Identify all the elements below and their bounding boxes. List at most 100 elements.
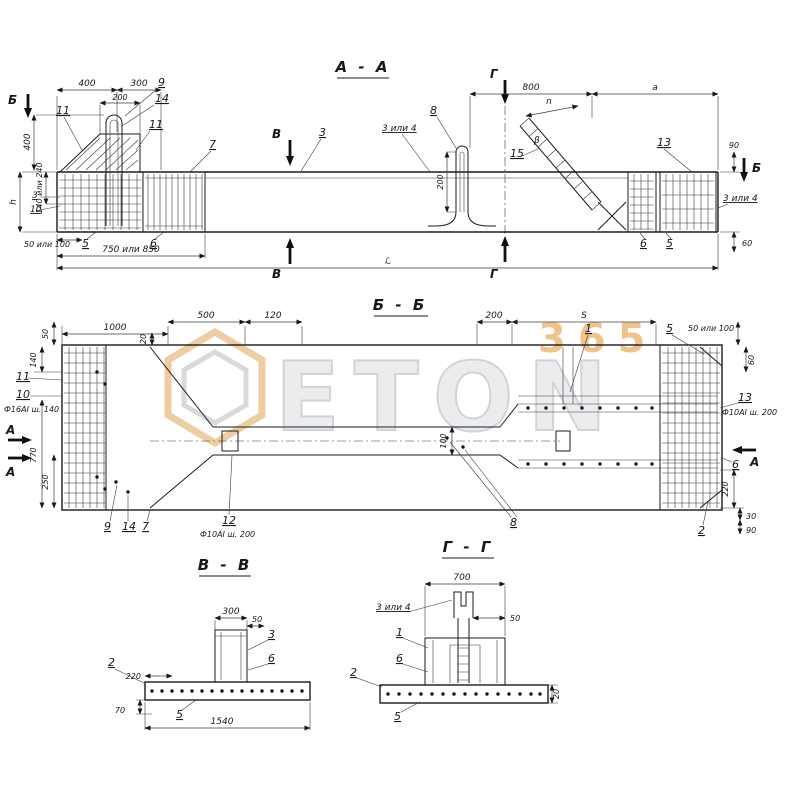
dim-h: h [9,199,19,205]
bb-left-mesh [64,347,105,508]
cut-letter-a: А [5,423,15,437]
watermark-hexagon-icon [164,327,266,448]
aa-haunch [59,133,141,173]
callout-15: 15 [510,147,524,160]
watermark: ETON 365 [164,316,658,454]
callout-12-bb: 12 [222,514,236,527]
section-aa: А - А Б Б В В Г Г [8,58,761,281]
gg-rib [424,637,506,686]
dim-400-top: 400 [78,79,95,89]
callout-6-bb: 6 [732,458,739,471]
callout-10-bb: 10 [16,388,30,401]
dim-500: 500 [197,311,214,321]
dim-220-vv: 220 [126,672,141,681]
callout-9-bb: 9 [104,520,111,533]
dim-700-gg: 700 [453,573,470,583]
dim-300-top: 300 [130,79,147,89]
dim-20-bb: 20 [139,334,148,344]
bb-outline [61,344,723,511]
bb-callouts: 11 10 Ф16АI ш. 140 9 14 7 12 Ф10АI ш. 20… [4,322,777,539]
dim-a: а [652,83,658,93]
cut-letter-b: Б [752,161,761,175]
watermark-hexagon-inner-icon [181,349,249,426]
dim-60-bb: 60 [747,355,756,365]
bb-insert-plate-right [555,430,571,452]
callout-6-vv: 6 [268,652,275,665]
cut-letter-v: В [272,127,281,141]
dim-220-bb: 220 [721,481,730,496]
cut-letter-a: А [5,465,15,479]
dim-140or240: 140 или 240 [35,162,44,213]
gg-callouts: 3 или 4 1 6 2 5 [350,599,453,723]
vv-flange [144,681,311,701]
section-vv: В - В 300 50 220 70 1540 3 6 [108,556,311,731]
dim-750or850: 750 или 850 [102,245,160,255]
callout-2-vv: 2 [108,656,115,669]
cut-mark-a-right: А [732,446,759,469]
section-gg-title: Г - Г [443,538,494,556]
callout-14-bb: 14 [122,520,136,533]
callout-5-bb: 5 [666,322,673,335]
bb-dimensions: 1000 500 120 200 S 50 20 50 или 100 60 1… [29,311,756,535]
rebar-note-f10-13: Ф10АI ш. 200 [722,408,777,417]
aa-right-mesh-2 [662,174,714,230]
dim-50-left: 50 [41,329,50,339]
callout-6-gg: 6 [396,652,403,665]
dim-120: 120 [264,311,281,321]
cut-mark-b-left: Б [8,93,32,118]
bb-misc-dots [95,370,465,494]
dim-50-vv: 50 [252,615,262,624]
callout-8-bb: 8 [510,516,517,529]
dim-length-L: ℒ [385,257,391,267]
vv-rib [214,629,248,683]
watermark-brand: ETON [275,343,621,453]
bb-joint-lines [562,347,574,404]
section-gg: Г - Г 700 50 20 3 или 4 [350,538,561,723]
gg-dimensions: 700 50 20 [424,573,561,704]
dim-beta: β [533,136,540,146]
dim-50or100-aa: 50 или 100 [24,240,70,249]
cut-mark-g-top: Г [490,67,509,238]
aa-striped-block [145,174,203,230]
section-vv-title: В - В [198,556,253,574]
callout-1-bb: 1 [585,322,592,335]
callout-13-bb: 13 [738,391,752,404]
dim-n: n [546,97,552,107]
section-aa-title: А - А [335,58,391,76]
callout-11-bb: 11 [16,370,30,383]
cut-mark-b-right: Б [740,158,761,182]
dim-250: 250 [41,474,50,489]
cut-letter-a: А [749,455,759,469]
dim-400-left: 400 [23,133,33,150]
callout-1-gg: 1 [396,626,403,639]
aa-right-mesh-1 [630,174,654,230]
callout-3: 3 [319,126,326,139]
bb-corner-bevel-top [699,346,723,367]
watermark-number: 365 [538,316,658,362]
bb-right-mesh [662,347,720,508]
dim-770: 770 [29,447,38,462]
callout-7-bb: 7 [142,520,149,533]
dim-20-gg: 20 [552,689,561,699]
dim-90-right: 90 [729,141,739,150]
dim-50-gg: 50 [510,614,520,623]
dim-200-bb: 200 [485,311,502,321]
section-bb: Б - Б А А [4,296,777,539]
callout-13: 13 [657,136,671,149]
dim-200-anchor: 200 [436,174,445,189]
dim-100-bb: 100 [439,433,448,448]
cut-letter-b: Б [8,93,17,107]
dim-800: 800 [522,83,539,93]
aa-diagonal-strut [519,117,602,211]
bb-rebar-lines [518,395,718,469]
dim-50or100-bb: 50 или 100 [688,324,734,333]
callout-5-br: 5 [666,237,673,250]
callout-3-left: 3 [32,191,38,201]
cut-mark-v-top: В [272,127,294,166]
callout-3-vv: 3 [268,628,275,641]
aa-callouts: 9 14 11 11 7 3 3 или 4 8 15 13 3 или 4 3… [30,76,758,250]
vv-extension-lines [136,620,311,730]
callout-9: 9 [158,76,165,89]
